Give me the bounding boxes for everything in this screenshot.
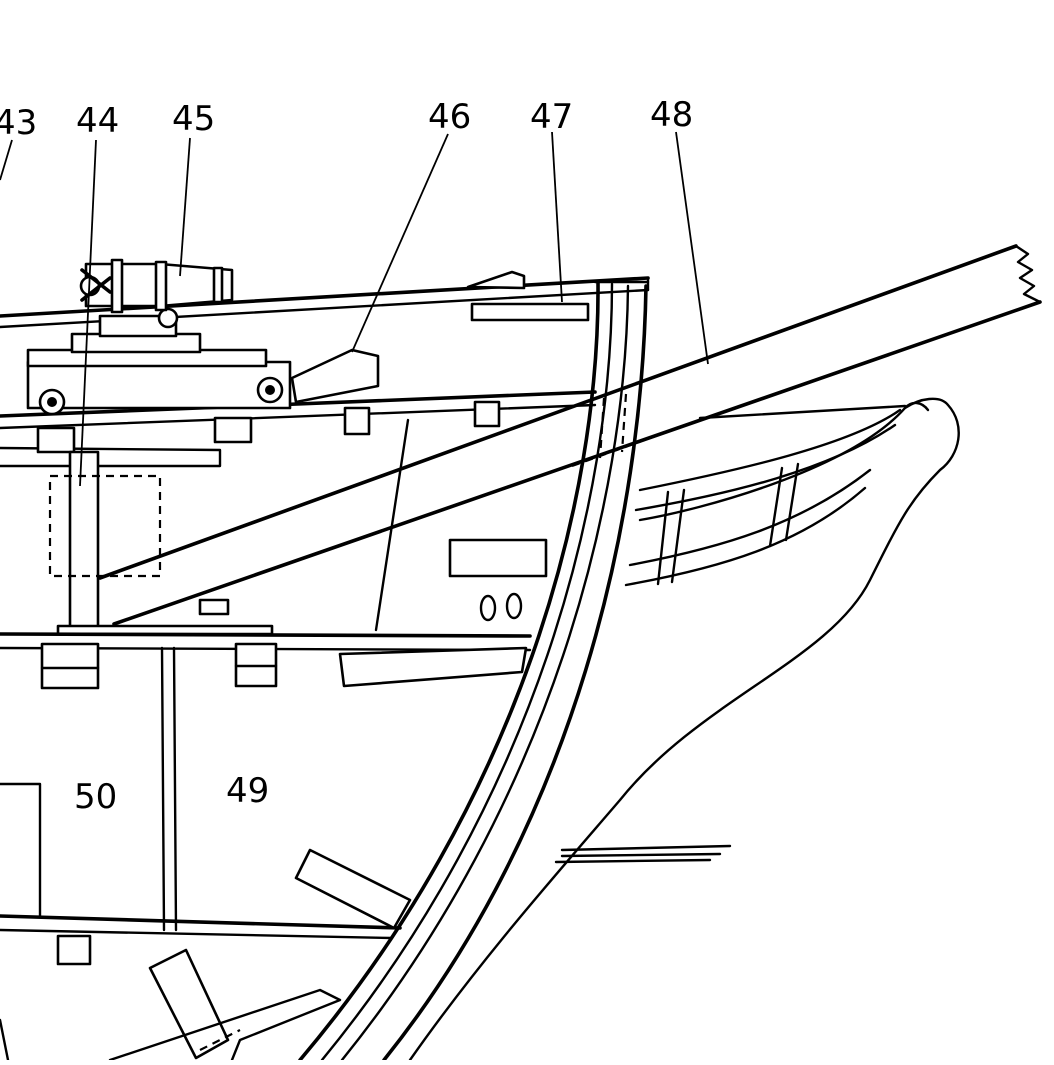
- item-48-bowsprit: [98, 244, 1042, 626]
- hawse-hole: [479, 594, 497, 622]
- callout-labels: 43 44 45 46 47 48 50 49: [0, 95, 693, 817]
- callout-45: 45: [172, 99, 215, 139]
- carriage-step: [98, 314, 178, 338]
- beam-end: [343, 406, 371, 436]
- callout-47: 47: [530, 97, 573, 137]
- compartment-49-label: 49: [226, 771, 269, 811]
- upper-deck: [0, 390, 597, 468]
- beam-end: [36, 426, 76, 454]
- bulkhead-timber: [448, 538, 548, 578]
- leader-lines: [0, 131, 709, 487]
- callout-43: 43: [0, 103, 37, 143]
- callout-44: 44: [76, 101, 119, 141]
- head-rails: [624, 404, 907, 587]
- rider-knee: [148, 948, 230, 1060]
- trunnion: [157, 307, 179, 329]
- beam-end: [56, 934, 92, 966]
- callout-48: 48: [650, 95, 693, 135]
- beam-end: [473, 400, 501, 428]
- cutwater: [408, 397, 960, 1062]
- stem-post: [298, 280, 650, 1062]
- middle-deck: [0, 418, 548, 690]
- hawse-hole: [505, 592, 523, 620]
- item-47-timber: [466, 270, 590, 322]
- carriage-base: [26, 360, 292, 410]
- beam-end: [213, 416, 253, 444]
- compartment-50-label: 50: [74, 777, 117, 817]
- cannon-on-carriage: [26, 258, 292, 416]
- callout-46: 46: [428, 97, 471, 137]
- item-46-timber: [290, 348, 380, 404]
- rider-knee: [294, 848, 412, 930]
- beam-end: [40, 642, 100, 690]
- item-44-post: [48, 450, 274, 636]
- lower-hold: [0, 646, 732, 1062]
